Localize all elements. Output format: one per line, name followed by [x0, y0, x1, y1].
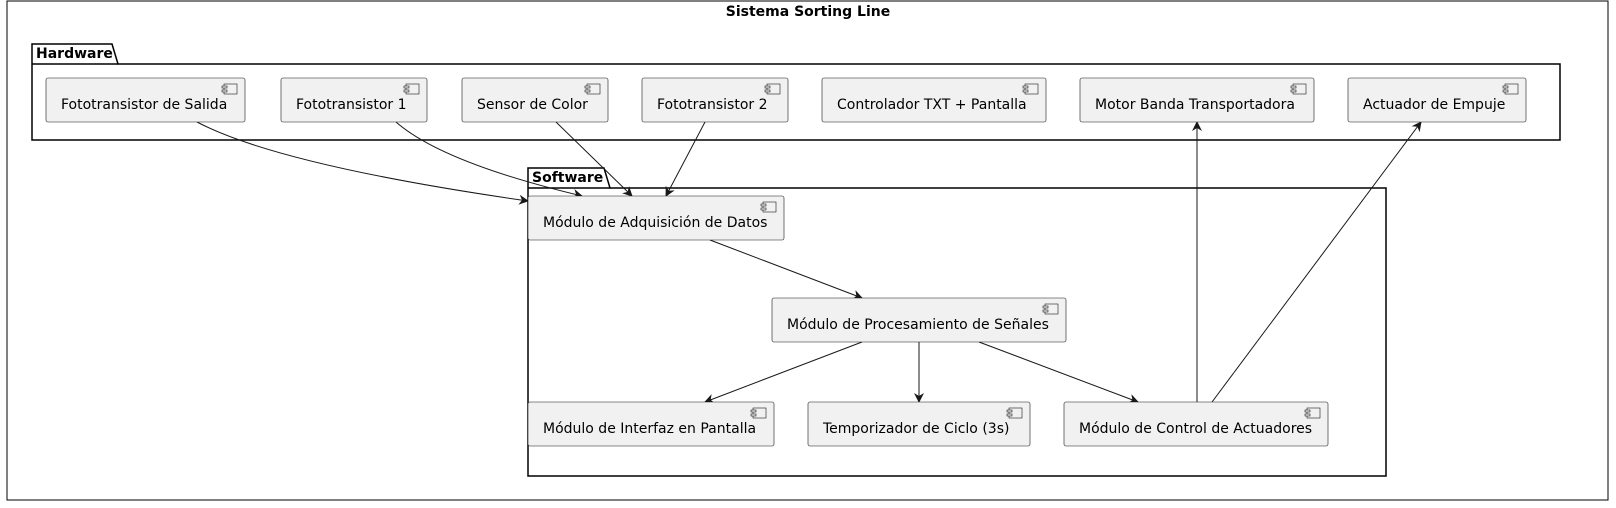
edge-f1-adq [395, 121, 583, 199]
component-label: Controlador TXT + Pantalla [837, 97, 1027, 113]
component-box [45, 77, 246, 123]
component-icon-port-top [1006, 409, 1013, 413]
component-box [771, 297, 1067, 343]
component-icon [221, 83, 238, 95]
component-icon-body [405, 83, 420, 95]
component-box [1063, 401, 1329, 447]
component-label: Módulo de Adquisición de Datos [543, 215, 767, 231]
edge-adq-proc [709, 239, 863, 300]
component-icon-port-top [760, 203, 767, 207]
component-box [1079, 77, 1315, 123]
component-icon-port-top [1290, 85, 1297, 89]
component-label: Temporizador de Ciclo (3s) [822, 421, 1009, 437]
component-box [1347, 77, 1527, 123]
component-label: Fototransistor de Salida [61, 97, 227, 113]
component-icon-port-bottom [584, 89, 591, 93]
component-icon-body [1024, 83, 1039, 95]
component-box [641, 77, 789, 123]
component-icon-port-bottom [1502, 89, 1509, 93]
component-icon-body [223, 83, 238, 95]
component-icon-body [1292, 83, 1307, 95]
component-label: Fototransistor 2 [657, 97, 768, 113]
component-icon [764, 83, 781, 95]
component-label: Módulo de Control de Actuadores [1079, 421, 1312, 437]
component-label: Módulo de Interfaz en Pantalla [543, 421, 756, 437]
component-icon [1022, 83, 1039, 95]
component-icon-port-bottom [1006, 413, 1013, 417]
component-icon-port-bottom [1022, 89, 1029, 93]
component-icon-port-bottom [1042, 309, 1049, 313]
component-fototransistor-2[interactable]: Fototransistor 2 [641, 77, 789, 123]
component-icon-body [586, 83, 601, 95]
component-box [807, 401, 1031, 447]
component-icon-port-bottom [1290, 89, 1297, 93]
component-icon-port-top [1022, 85, 1029, 89]
component-icon-port-top [1502, 85, 1509, 89]
edge-fs-adq [196, 121, 529, 205]
component-icon-body [752, 407, 767, 419]
component-temporizador-ciclo[interactable]: Temporizador de Ciclo (3s) [807, 401, 1031, 447]
component-icon [1290, 83, 1307, 95]
component-icon [760, 201, 777, 213]
component-icon-port-bottom [764, 89, 771, 93]
component-icon-body [1008, 407, 1023, 419]
component-box [280, 77, 428, 123]
component-icon-port-top [1304, 409, 1311, 413]
edge-proc-ctl [978, 341, 1139, 404]
component-icon-port-top [221, 85, 228, 89]
component-icon [1006, 407, 1023, 419]
component-icon-port-bottom [403, 89, 410, 93]
component-box [461, 77, 609, 123]
component-icon-port-top [764, 85, 771, 89]
edge-ctl-act [1211, 121, 1422, 403]
component-icon-body [1044, 303, 1059, 315]
edge-proc-ui [704, 341, 863, 404]
component-icon-port-top [1042, 305, 1049, 309]
component-adquisicion-datos[interactable]: Módulo de Adquisición de Datos [527, 195, 785, 241]
component-label: Sensor de Color [477, 97, 588, 113]
component-motor-banda[interactable]: Motor Banda Transportadora [1079, 77, 1315, 123]
package-software-label: Software [532, 170, 603, 186]
component-procesamiento-senales[interactable]: Módulo de Procesamiento de Señales [771, 297, 1067, 343]
component-icon [1042, 303, 1059, 315]
component-label: Actuador de Empuje [1363, 97, 1505, 113]
edge-f2-adq [665, 121, 706, 197]
nodes-layer: Fototransistor de Salida Fototransistor … [45, 77, 1527, 447]
component-controlador-txt[interactable]: Controlador TXT + Pantalla [821, 77, 1047, 123]
component-icon-port-bottom [760, 207, 767, 211]
component-icon [1304, 407, 1321, 419]
component-icon-body [1504, 83, 1519, 95]
component-icon-body [1306, 407, 1321, 419]
component-icon-port-top [584, 85, 591, 89]
component-icon [750, 407, 767, 419]
system-title: Sistema Sorting Line [726, 4, 890, 20]
component-icon-port-top [750, 409, 757, 413]
component-label: Fototransistor 1 [296, 97, 407, 113]
component-icon-port-bottom [221, 89, 228, 93]
edges-layer [196, 121, 1422, 404]
component-fototransistor-salida[interactable]: Fototransistor de Salida [45, 77, 246, 123]
edge-sc-adq [555, 121, 633, 197]
component-box [821, 77, 1047, 123]
component-icon [1502, 83, 1519, 95]
component-interfaz-pantalla[interactable]: Módulo de Interfaz en Pantalla [527, 401, 775, 447]
component-icon-body [766, 83, 781, 95]
component-icon-port-bottom [1304, 413, 1311, 417]
component-box [527, 195, 785, 241]
component-sensor-color[interactable]: Sensor de Color [461, 77, 609, 123]
component-actuador-empuje[interactable]: Actuador de Empuje [1347, 77, 1527, 123]
component-icon [403, 83, 420, 95]
component-box [527, 401, 775, 447]
component-control-actuadores[interactable]: Módulo de Control de Actuadores [1063, 401, 1329, 447]
component-fototransistor-1[interactable]: Fototransistor 1 [280, 77, 428, 123]
component-icon-port-bottom [750, 413, 757, 417]
component-label: Módulo de Procesamiento de Señales [787, 317, 1049, 333]
component-icon-body [762, 201, 777, 213]
component-icon-port-top [403, 85, 410, 89]
component-label: Motor Banda Transportadora [1095, 97, 1295, 113]
component-icon [584, 83, 601, 95]
package-hardware-label: Hardware [36, 46, 113, 62]
